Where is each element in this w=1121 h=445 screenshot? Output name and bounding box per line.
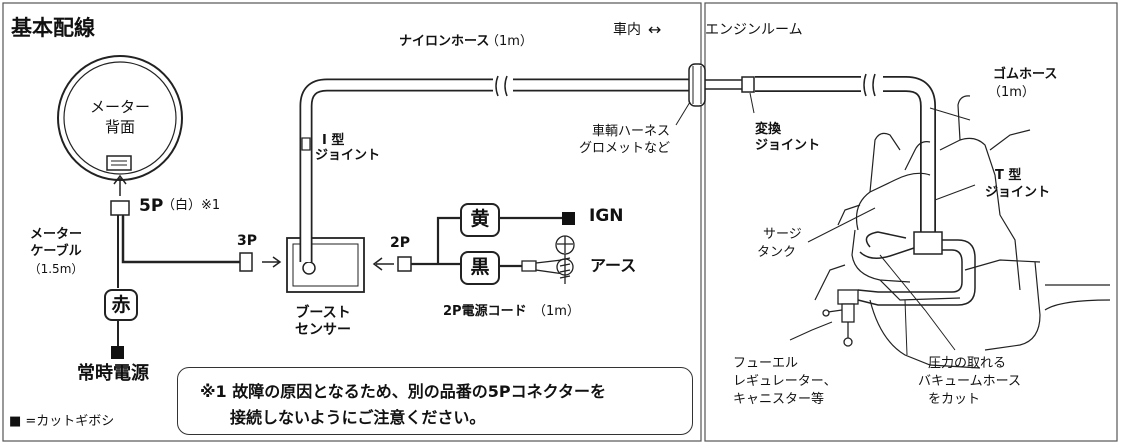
conversion-joint-label-line2: ジョイント <box>755 138 821 153</box>
i-joint-label-line2: ジョイント <box>315 148 381 163</box>
vacuum-hose-label-line1: 圧力の取れる <box>928 356 1007 371</box>
conversion-joint <box>741 76 755 93</box>
vacuum-hose-label-line3: をカット <box>928 392 981 407</box>
connector-5p <box>110 200 130 216</box>
rubber-hose-length: （1m） <box>988 85 1035 100</box>
nylon-hose <box>299 78 690 262</box>
fuel-regulator <box>822 289 859 347</box>
boost-sensor-label-line1: ブースト <box>295 305 351 321</box>
diagram-title: 基本配線 <box>11 16 95 40</box>
in-car-label: 車内 <box>613 22 641 38</box>
grommet <box>688 63 706 107</box>
meter-cable-length: （1.5m） <box>28 262 84 276</box>
nylon-hose-label: ナイロンホース <box>399 34 490 49</box>
rubber-hose <box>755 76 936 232</box>
cut-terminal-legend: ■ =カットギボシ <box>9 414 115 429</box>
constant-power-label: 常時電源 <box>77 363 149 384</box>
t-joint-label-line2: ジョイント <box>985 185 1051 200</box>
surge-tank-label-line2: タンク <box>757 245 797 260</box>
conversion-joint-label-line1: 変換 <box>755 122 782 137</box>
fuel-regulator-label-line2: レギュレーター、 <box>733 374 837 389</box>
connector-3p-label: 3P <box>237 233 258 249</box>
caution-note-line1: ※1 故障の原因となるため、別の品番の5Pコネクターを <box>200 382 606 401</box>
connector-5p-label: 5P <box>139 196 164 216</box>
cut-terminal-constant <box>111 346 124 359</box>
power-cord-length: （1m） <box>533 304 580 319</box>
nylon-hose-length: （1m） <box>486 34 533 49</box>
harness-label-line2: グロメットなど <box>579 141 671 156</box>
ign-label: IGN <box>589 206 624 226</box>
left-panel-frame <box>2 2 702 442</box>
ground-lug <box>521 235 575 284</box>
right-panel-frame <box>704 2 1118 442</box>
power-cord-label: 2P電源コード <box>443 304 527 319</box>
meter-back-label-line1: メーター <box>89 98 150 116</box>
vacuum-hose-label-line2: バキュームホース <box>918 374 1021 389</box>
arrow-to-meter <box>113 174 127 196</box>
cut-terminal-ign <box>562 212 575 225</box>
t-joint-hoses <box>857 231 976 306</box>
connector-3p <box>239 252 253 272</box>
connector-5p-note: （白）※1 <box>162 198 221 213</box>
red-wire-tag: 赤 <box>104 289 138 321</box>
meter-socket <box>106 155 132 171</box>
caution-note: ※1 故障の原因となるため、別の品番の5Pコネクターを 接続しないようにご注意く… <box>177 367 693 435</box>
surge-tank-label-line1: サージ <box>763 227 802 242</box>
i-joint <box>301 137 311 151</box>
connector-2p-label: 2P <box>390 235 411 251</box>
meter-back-label-line2: 背面 <box>104 118 135 136</box>
connector-2p <box>397 256 412 272</box>
i-joint-label-line1: I 型 <box>322 133 345 148</box>
ground-label: アース <box>590 256 637 275</box>
boost-sensor-label-line2: センサー <box>295 322 351 338</box>
caution-note-line2: 接続しないようにご注意ください。 <box>230 408 486 427</box>
harness-label-line1: 車輌ハーネス <box>592 124 671 139</box>
power-cord <box>411 216 460 266</box>
fuel-regulator-label-line1: フューエル <box>733 356 799 371</box>
meter-gauge <box>57 55 183 181</box>
yellow-wire-tag: 黄 <box>460 203 500 237</box>
meter-cable-label-line2: ケーブル <box>30 244 82 259</box>
t-joint-label-line1: T 型 <box>995 168 1022 183</box>
black-wire-tag: 黒 <box>460 251 500 285</box>
direction-arrow: ↔ <box>648 20 662 39</box>
meter-cable-label-line1: メーター <box>29 227 82 242</box>
rubber-hose-label: ゴムホース <box>993 67 1058 82</box>
engine-sketch <box>814 95 1111 369</box>
fuel-regulator-label-line3: キャニスター等 <box>733 392 825 407</box>
engine-room-label: エンジンルーム <box>705 22 803 38</box>
